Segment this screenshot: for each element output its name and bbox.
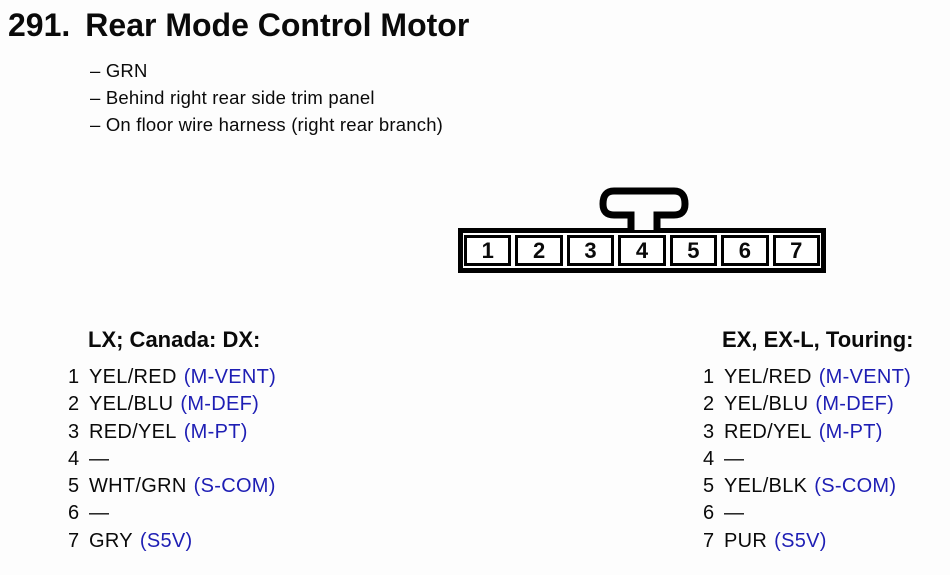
wire-color: GRY xyxy=(89,529,133,552)
connector-pin-4: 4 xyxy=(618,235,666,266)
pin-number: 2 xyxy=(703,393,715,416)
pin-row: 6 — xyxy=(68,500,276,527)
pin-row: 7 GRY (S5V) xyxy=(68,528,276,555)
wire-color: — xyxy=(724,447,745,470)
wire-color: YEL/BLK xyxy=(724,475,808,498)
pin-row: 5 YEL/BLK (S-COM) xyxy=(703,473,913,500)
signal-label: (S5V) xyxy=(139,529,193,552)
wire-color: — xyxy=(89,447,110,470)
signal-label: (S5V) xyxy=(774,529,827,552)
pin-number: 2 xyxy=(68,393,80,416)
pinout-column-header: EX, EX-L, Touring: xyxy=(722,327,914,352)
pinout-column-ex-touring: EX, EX-L, Touring: 1 YEL/RED (M-VENT) 2 … xyxy=(703,327,913,555)
wire-color: RED/YEL xyxy=(724,420,812,443)
pin-number: 1 xyxy=(703,366,715,388)
pinout-column-header: LX; Canada: DX: xyxy=(88,327,261,352)
pin-number: 4 xyxy=(703,447,715,470)
note-list: – GRN – Behind right rear side trim pane… xyxy=(90,57,443,138)
pin-row: 5 WHT/GRN (S-COM) xyxy=(68,473,276,500)
signal-label: (M-VENT) xyxy=(818,366,912,388)
note-item: – Behind right rear side trim panel xyxy=(90,87,375,108)
pinout-column-lx-dx: LX; Canada: DX: 1 YEL/RED (M-VENT) 2 YEL… xyxy=(68,327,276,555)
pin-number: 6 xyxy=(68,502,80,525)
wire-color: — xyxy=(89,502,110,525)
pin-number: 5 xyxy=(68,475,80,498)
note-item: – On floor wire harness (right rear bran… xyxy=(90,114,444,135)
pin-row: 7 PUR (S5V) xyxy=(703,528,913,555)
pin-number: 5 xyxy=(703,475,715,498)
section-title: Rear Mode Control Motor xyxy=(85,7,470,43)
connector-latch-icon xyxy=(599,187,689,232)
pin-number: 3 xyxy=(703,420,715,443)
page-title: 291. Rear Mode Control Motor xyxy=(8,8,469,42)
section-number: 291. xyxy=(8,7,71,43)
pin-row: 4 — xyxy=(703,446,913,473)
pinout-rows: 1 YEL/RED (M-VENT) 2 YEL/BLU (M-DEF) 3 R… xyxy=(703,364,913,555)
wire-color: PUR xyxy=(724,529,768,552)
signal-label: (M-PT) xyxy=(183,420,248,443)
pin-row: 6 — xyxy=(703,500,913,527)
pin-number: 7 xyxy=(703,529,715,552)
note-item: – GRN xyxy=(90,60,148,81)
pin-number: 1 xyxy=(68,366,80,388)
signal-label: (M-DEF) xyxy=(180,393,260,416)
pinout-rows: 1 YEL/RED (M-VENT) 2 YEL/BLU (M-DEF) 3 R… xyxy=(68,364,276,555)
pin-number: 3 xyxy=(68,420,80,443)
wire-color: — xyxy=(724,502,745,525)
wire-color: YEL/RED xyxy=(89,366,177,388)
pin-row: 2 YEL/BLU (M-DEF) xyxy=(68,391,276,418)
signal-label: (S-COM) xyxy=(193,475,276,498)
connector-diagram: 1 2 3 4 5 6 7 xyxy=(458,228,826,273)
wire-color: YEL/BLU xyxy=(724,393,809,416)
pin-number: 4 xyxy=(68,447,80,470)
wire-color: WHT/GRN xyxy=(89,475,187,498)
connector-pin-6: 6 xyxy=(721,235,769,266)
signal-label: (S-COM) xyxy=(814,475,897,498)
signal-label: (M-VENT) xyxy=(183,366,277,388)
wire-color: YEL/RED xyxy=(724,366,812,388)
pin-row: 4 — xyxy=(68,446,276,473)
pin-row: 1 YEL/RED (M-VENT) xyxy=(68,364,276,391)
signal-label: (M-DEF) xyxy=(815,393,895,416)
connector-pin-1: 1 xyxy=(464,235,512,266)
pin-row: 3 RED/YEL (M-PT) xyxy=(68,419,276,446)
pin-row: 1 YEL/RED (M-VENT) xyxy=(703,364,913,391)
connector-pin-7: 7 xyxy=(772,235,820,266)
connector-pin-3: 3 xyxy=(566,235,615,266)
pin-number: 6 xyxy=(703,502,715,525)
signal-label: (M-PT) xyxy=(818,420,883,443)
pin-row: 2 YEL/BLU (M-DEF) xyxy=(703,391,913,418)
pin-number: 7 xyxy=(68,529,80,552)
wire-color: RED/YEL xyxy=(89,420,177,443)
connector-pin-2: 2 xyxy=(515,235,563,266)
wire-color: YEL/BLU xyxy=(89,393,174,416)
pin-row: 3 RED/YEL (M-PT) xyxy=(703,419,913,446)
connector-pin-5: 5 xyxy=(669,235,718,266)
